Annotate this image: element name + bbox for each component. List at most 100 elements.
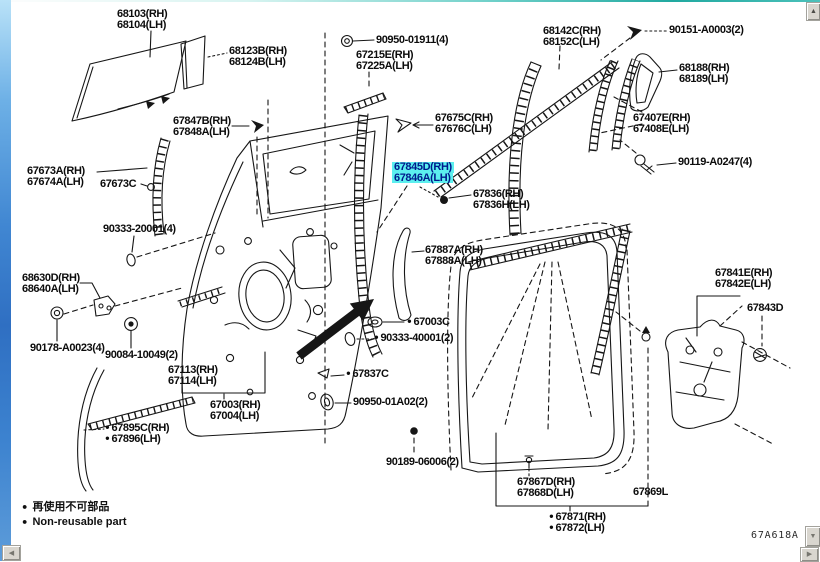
- part-number-text: 67676C(LH): [435, 122, 492, 135]
- part-label-67887A[interactable]: 67887A(RH)67888A(LH): [425, 245, 483, 266]
- part-number-text: 90950-01911(4): [376, 34, 449, 46]
- window-left-edge: [0, 0, 11, 561]
- part-number-text: 67674A(LH): [27, 175, 84, 188]
- part-number-text: 68123B(RH): [229, 45, 287, 57]
- non-reusable-bullet-icon: ●: [105, 422, 110, 432]
- part-label-67407E[interactable]: 67407E(RH)67408E(LH): [633, 113, 691, 134]
- scroll-down-button[interactable]: ▼: [805, 526, 820, 547]
- part-number-text: 68188(RH): [679, 62, 730, 74]
- part-number-text: 68142C(RH): [543, 25, 601, 37]
- non-reusable-bullet-icon: ●: [407, 316, 412, 326]
- part-label-90950-01911[interactable]: 90950-01911(4): [376, 35, 448, 46]
- part-label-67673C[interactable]: 67673C: [100, 178, 137, 190]
- screw-icon-67843: [753, 315, 767, 362]
- bolt-icon-90178: [50, 306, 64, 342]
- part-number-text: 90333-20001(4): [103, 223, 176, 235]
- bracket-67867: [495, 347, 649, 512]
- part-number-text: 67113(RH): [168, 364, 218, 376]
- part-label-68103[interactable]: 68103(RH)68104(LH): [117, 8, 168, 30]
- part-number-text: 67872(LH): [555, 521, 605, 534]
- part-label-67895C[interactable]: ●67895C(RH)●67896(LH): [105, 422, 170, 445]
- part-number-text: 67846A(LH): [392, 171, 453, 184]
- part-label-90333-40001[interactable]: ●90333-40001(2): [374, 332, 454, 344]
- scroll-up-button[interactable]: ▲: [806, 2, 820, 21]
- part-label-68630D[interactable]: 68630D(RH)68640A(LH): [22, 273, 80, 294]
- part-number-text: 67848A(LH): [173, 125, 230, 138]
- part-label-67845D[interactable]: 67845D(RH)67846A(LH): [392, 162, 454, 183]
- part-label-90950-01A02[interactable]: 90950-01A02(2): [353, 397, 428, 408]
- legend-text-jp: 再使用不可部品: [32, 501, 110, 513]
- non-reusable-bullet-icon: ●: [346, 368, 351, 378]
- part-number-text: 67215E(RH): [356, 49, 414, 61]
- grommet-icon-67003c: [367, 316, 405, 328]
- part-label-90119-A0247[interactable]: 90119-A0247(4): [678, 157, 752, 168]
- part-label-67215E[interactable]: 67215E(RH)67225A(LH): [356, 49, 414, 72]
- non-reusable-bullet-icon: ●: [374, 332, 379, 342]
- belt-bar-67215: [343, 71, 387, 114]
- part-label-67869L[interactable]: 67869L: [633, 487, 668, 498]
- part-number-text: 90178-A0023(4): [30, 342, 105, 354]
- part-number-text: 90333-40001(2): [380, 332, 454, 344]
- scroll-up-icon: ▲: [810, 8, 817, 15]
- part-number-text: 68630D(RH): [22, 272, 80, 284]
- part-number-text: 90119-A0247(4): [678, 156, 752, 168]
- part-number-text: 68152C(LH): [543, 35, 600, 48]
- part-number-text: 68640A(LH): [22, 282, 79, 295]
- run-channel-67845: [353, 113, 439, 359]
- part-label-67673A[interactable]: 67673A(RH)67674A(LH): [27, 166, 85, 187]
- part-number-text: 67845D(RH): [392, 161, 454, 173]
- non-reusable-bullet-icon: ●: [22, 501, 28, 512]
- part-number-text: 68103(RH): [117, 8, 168, 20]
- part-number-text: 67836(RH): [473, 188, 524, 200]
- clip-icon-67847: [231, 120, 264, 216]
- clip-icon-90333-40001: [344, 332, 373, 346]
- part-number-text: 67225A(LH): [356, 59, 413, 72]
- scroll-right-icon: ▶: [806, 551, 813, 558]
- part-label-67836[interactable]: 67836(RH)67836H(LH): [473, 189, 530, 210]
- part-label-68188[interactable]: 68188(RH)68189(LH): [679, 62, 730, 84]
- regulator-67841: [665, 295, 791, 445]
- part-label-90178-A0023[interactable]: 90178-A0023(4): [30, 343, 105, 354]
- part-label-68123B[interactable]: 68123B(RH)68124B(LH): [229, 46, 287, 67]
- part-number-text: 67673C: [100, 178, 137, 190]
- part-label-67847B[interactable]: 67847B(RH)67848A(LH): [173, 116, 231, 137]
- run-channel-67673: [96, 137, 171, 237]
- non-reusable-bullet-icon: ●: [105, 433, 110, 442]
- clip-icon-90189: [410, 427, 418, 456]
- part-number-text: 67869L: [633, 486, 668, 498]
- part-number-text: 67867D(RH): [517, 476, 575, 488]
- part-label-67003C[interactable]: ●67003C: [407, 317, 450, 328]
- part-number-text: 90950-01A02(2): [353, 396, 428, 408]
- part-label-67675C[interactable]: 67675C(RH)67676C(LH): [435, 113, 493, 134]
- part-number-text: 68124B(LH): [229, 55, 286, 68]
- part-number-text: 67842E(LH): [715, 277, 771, 290]
- part-label-67841E[interactable]: 67841E(RH)67842E(LH): [715, 267, 773, 290]
- part-label-90333-20001[interactable]: 90333-20001(4): [103, 224, 176, 235]
- part-number-text: 67896(LH): [111, 432, 161, 445]
- part-number-text: 67841E(RH): [715, 267, 773, 279]
- part-label-67837C[interactable]: ●67837C: [346, 369, 389, 380]
- scroll-right-button[interactable]: ▶: [800, 547, 819, 562]
- clip-icon-67837: [317, 368, 345, 379]
- door-panel-67003: [87, 115, 389, 437]
- part-label-67871[interactable]: ●67871(RH)●67872(LH): [549, 512, 606, 533]
- bolt-icon-90084: [124, 317, 138, 349]
- part-number-text: 90084-10049(2): [105, 349, 178, 361]
- part-label-67843D[interactable]: 67843D: [747, 303, 784, 314]
- scroll-left-button[interactable]: ◀: [2, 545, 21, 561]
- part-number-text: 67888A(LH): [425, 254, 482, 267]
- part-label-67113[interactable]: 67113(RH)67114(LH): [168, 365, 218, 386]
- weatherstrip-loop-67867: [447, 222, 635, 475]
- legend-text-en: Non-reusable part: [32, 516, 127, 528]
- part-label-90084-10049[interactable]: 90084-10049(2): [105, 350, 178, 361]
- vent-glass-68123: [180, 35, 228, 90]
- part-label-90189-06006[interactable]: 90189-06006(2): [386, 457, 459, 468]
- part-number-text: 67004(LH): [210, 409, 259, 422]
- part-label-68142C[interactable]: 68142C(RH)68152C(LH): [543, 26, 601, 47]
- glass-68103: [71, 30, 187, 122]
- part-label-67867D[interactable]: 67867D(RH)67868D(LH): [517, 477, 575, 498]
- part-label-90151-A0003[interactable]: 90151-A0003(2): [669, 25, 744, 36]
- part-label-67003[interactable]: 67003(RH)67004(LH): [210, 400, 261, 422]
- weatherstrip-67895: [77, 367, 105, 492]
